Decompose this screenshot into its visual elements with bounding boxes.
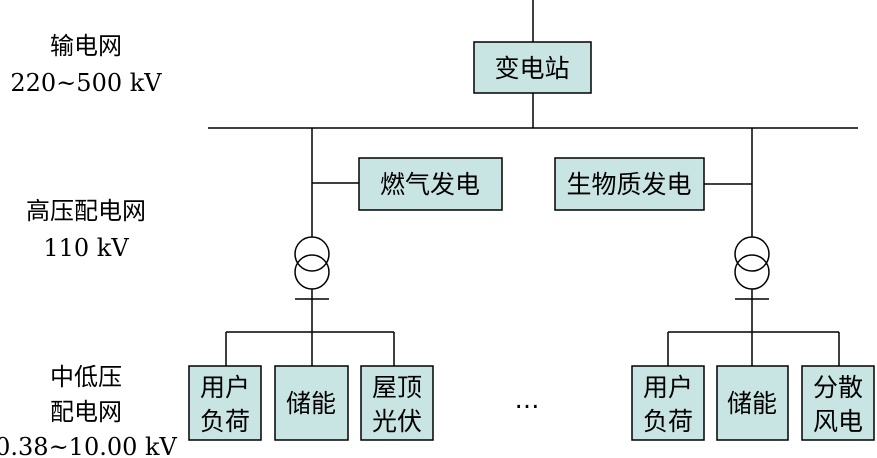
level-hv-name: 高压配电网 bbox=[26, 197, 146, 225]
biomass-generation-label: 生物质发电 bbox=[566, 170, 691, 199]
left-user-load-box bbox=[188, 365, 262, 441]
level-transmission-name: 输电网 bbox=[50, 32, 122, 60]
right-storage-label: 储能 bbox=[727, 389, 777, 418]
right-user-load-box bbox=[631, 365, 705, 441]
right-storage-box bbox=[716, 365, 789, 441]
ellipsis: … bbox=[515, 385, 540, 414]
rooftop-pv-line1: 屋顶 bbox=[372, 373, 422, 402]
left-storage-box bbox=[274, 365, 349, 441]
level-lv-name-line2: 配电网 bbox=[50, 398, 122, 426]
right-transformer-icon bbox=[734, 236, 770, 332]
distributed-wind-node: 分散 风电 bbox=[801, 365, 875, 441]
level-lv-voltage: 0.38~10.00 kV bbox=[0, 433, 178, 458]
gas-generation-box bbox=[358, 157, 503, 211]
right-user-load-node: 用户 负荷 bbox=[631, 365, 705, 441]
rooftop-pv-node: 屋顶 光伏 bbox=[360, 365, 434, 441]
distributed-wind-line2: 风电 bbox=[813, 407, 863, 436]
left-user-load-line1: 用户 bbox=[200, 373, 250, 402]
rooftop-pv-box bbox=[360, 365, 434, 441]
right-storage-node: 储能 bbox=[716, 365, 789, 441]
substation-label: 变电站 bbox=[494, 54, 569, 83]
level-transmission-voltage: 220~500 kV bbox=[10, 69, 162, 97]
right-user-load-line2: 负荷 bbox=[643, 407, 693, 436]
gas-generation-node: 燃气发电 bbox=[358, 157, 503, 211]
left-user-load-line2: 负荷 bbox=[200, 407, 250, 436]
left-storage-node: 储能 bbox=[274, 365, 349, 441]
distributed-wind-box bbox=[801, 365, 875, 441]
biomass-generation-node: 生物质发电 bbox=[554, 157, 705, 211]
left-transformer-icon bbox=[294, 236, 330, 332]
rooftop-pv-line2: 光伏 bbox=[372, 407, 422, 436]
level-hv-voltage: 110 kV bbox=[43, 234, 129, 262]
left-user-load-node: 用户 负荷 bbox=[188, 365, 262, 441]
distributed-wind-line1: 分散 bbox=[813, 373, 863, 402]
biomass-generation-box bbox=[554, 157, 705, 211]
substation-node: 变电站 bbox=[473, 41, 592, 94]
right-user-load-line1: 用户 bbox=[643, 373, 693, 402]
level-lv-name-line1: 中低压 bbox=[50, 363, 122, 391]
left-storage-label: 储能 bbox=[286, 389, 336, 418]
gas-generation-label: 燃气发电 bbox=[380, 170, 480, 199]
